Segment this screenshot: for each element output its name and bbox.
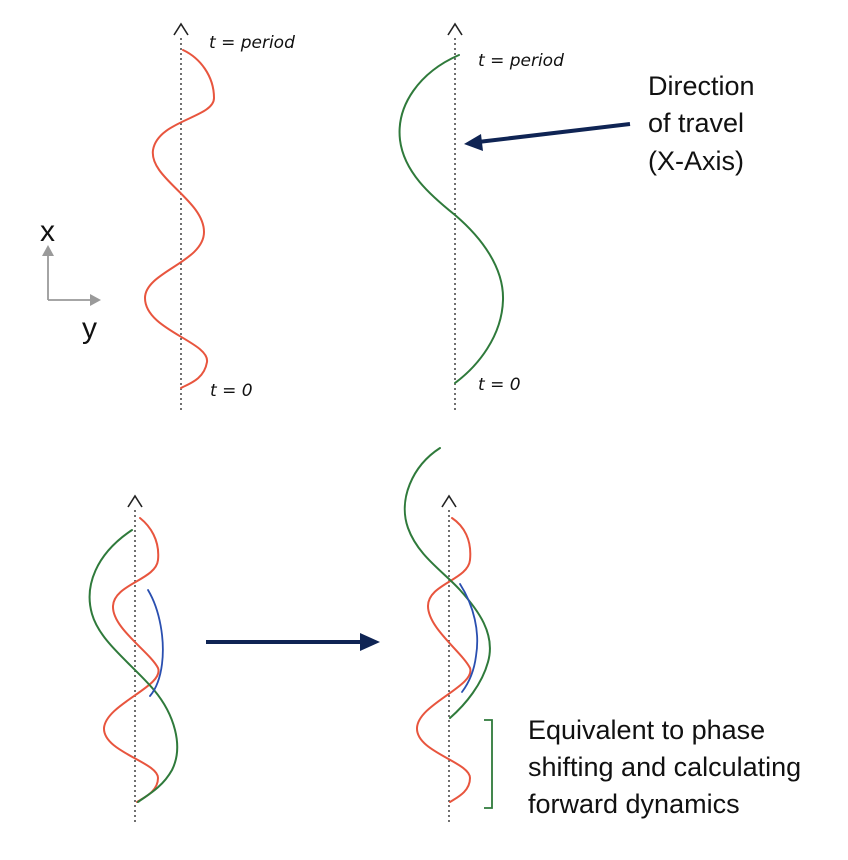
- axis-label-x: x: [40, 215, 55, 248]
- axis-label-y: y: [82, 312, 97, 345]
- direction-arrow: [477, 122, 631, 144]
- transition-arrowhead-icon: [360, 633, 380, 651]
- label-t-zero: t = 0: [478, 375, 521, 395]
- label-t-period: t = period: [209, 33, 295, 53]
- red-wave: [415, 517, 472, 803]
- equivalent-text: Equivalent to phase shifting and calcula…: [528, 715, 809, 819]
- x-axis-arrowhead-icon: [42, 245, 54, 256]
- red-wave: [102, 517, 160, 803]
- green-wave: [398, 54, 505, 384]
- direction-arrowhead-icon: [464, 134, 483, 151]
- axis-arrowhead-icon: [127, 494, 143, 508]
- transition-arrow: [206, 633, 380, 651]
- label-t-period: t = period: [478, 51, 564, 71]
- axis-arrowhead-icon: [173, 22, 189, 36]
- panel-bottom-right: Equivalent to phase shifting and calcula…: [403, 447, 809, 822]
- direction-line-2: of travel: [648, 108, 744, 138]
- label-t-zero: t = 0: [210, 381, 253, 401]
- bracket: [484, 719, 493, 809]
- panel-bottom-left: [88, 494, 179, 822]
- direction-line-1: Direction: [648, 71, 755, 101]
- direction-text: Direction of travel (X-Axis): [648, 71, 762, 176]
- panel-top-right: t = period t = 0 Direction of travel (X-…: [398, 22, 762, 412]
- green-wave: [403, 447, 491, 719]
- axis-arrowhead-icon: [441, 494, 457, 508]
- blue-wave: [459, 583, 479, 693]
- panel-top-left: t = period t = 0: [143, 22, 295, 412]
- y-axis-arrowhead-icon: [90, 294, 101, 306]
- axis-indicator: x y: [40, 215, 101, 345]
- equivalent-line-3: forward dynamics: [528, 789, 740, 819]
- equivalent-line-2: shifting and calculating: [528, 752, 801, 782]
- green-wave: [88, 529, 179, 803]
- red-wave: [143, 49, 216, 389]
- direction-line-3: (X-Axis): [648, 146, 744, 176]
- equivalent-line-1: Equivalent to phase: [528, 715, 765, 745]
- blue-wave: [147, 589, 164, 697]
- axis-arrowhead-icon: [447, 22, 463, 36]
